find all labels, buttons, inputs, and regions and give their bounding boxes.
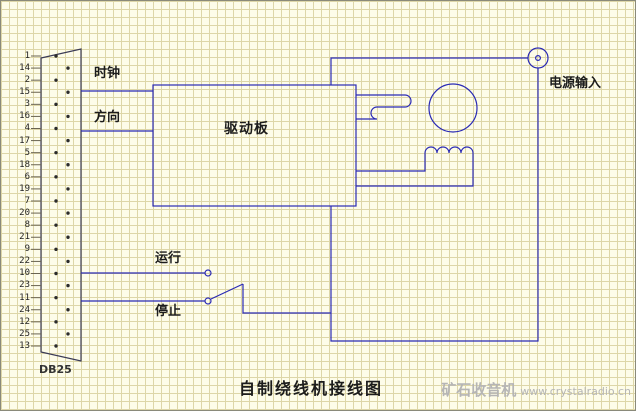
stop-label: 停止 [155,304,182,319]
watermark-site-name: 矿石收音机 [441,381,517,399]
db25-label: DB25 [39,363,72,376]
db25-pin-number: 14 [19,63,30,74]
db25-pin-dot [54,175,58,179]
db25-pin-dot [54,78,58,82]
db25-pin-dot [54,54,58,58]
power-net [330,47,549,342]
db25-pin-number: 3 [24,99,30,110]
db25-pin-number: 13 [19,340,30,351]
db25-pin-dot [66,259,70,264]
db25-pin-dot [66,114,70,119]
db25-pin-dot [66,90,70,94]
db25-pin-number: 5 [24,147,30,158]
db25-pin-dot [54,247,58,252]
motor-winding-b-lead1 [356,153,426,172]
db25-pin-dot [54,344,58,348]
driver-board-outline [152,84,357,207]
power-connector-circle [527,47,549,69]
db25-pin-number: 1 [24,51,30,61]
db25-pin-dot [66,187,70,191]
db25-pin-dot [54,271,58,276]
db25-pin-number: 11 [19,292,30,303]
power-top-wire [330,57,528,85]
db25-pin-number: 18 [19,159,30,170]
db25-connector [31,48,82,362]
switch-common-wire [242,284,331,314]
run-label: 运行 [155,251,182,266]
db25-pin-number: 2 [24,75,30,86]
db25-pin-number: 4 [24,123,30,134]
switch-blade [210,283,244,300]
db25-pin-dot [66,163,70,167]
clock-label: 时钟 [94,66,121,81]
db25-pin-number: 25 [19,328,30,339]
motor-winding-b-coil [424,146,474,154]
direction-label: 方向 [94,110,121,125]
db25-pin-dot [54,150,58,155]
motor-body [428,83,478,133]
db25-pins-group [31,54,70,348]
db25-pin-dot [66,332,70,336]
power-return-wire [330,68,539,342]
db25-pin-number: 16 [19,111,30,122]
db25-pin-dot [54,199,58,203]
power-input-label: 电源输入 [549,76,602,91]
motor-winding-b-lead2 [356,153,474,187]
motor-winding-a [356,94,412,120]
db25-shell [40,48,82,362]
stop-contact [204,297,212,305]
db25-pin-number: 8 [24,220,30,231]
signal-wires [81,90,331,314]
stepper-motor [356,83,478,187]
diagram-title: 自制绕线机接线图 [239,379,384,398]
db25-pin-dot [54,126,58,131]
db25-pin-number: 15 [19,87,30,98]
db25-pin-number: 6 [24,171,30,182]
db25-pin-number: 24 [19,304,30,315]
db25-pin-dot [54,223,58,227]
db25-pin-dot [54,320,58,324]
db25-pin-dot [66,138,70,143]
db25-pin-number: 17 [19,135,30,146]
db25-pin-number: 9 [24,244,30,255]
watermark-site-url: www.crystalradio.cn [520,385,631,398]
db25-pin-dot [66,235,70,239]
db25-pin-number: 23 [19,280,30,291]
db25-pin-number: 21 [19,232,30,243]
db25-pin-number: 12 [19,316,30,327]
db25-pin-number: 19 [19,183,30,194]
db25-pin-dot [66,211,70,215]
db25-pin-dot [54,295,58,300]
db25-pin-dot [54,102,58,107]
db25-pin-number: 22 [19,256,30,267]
driver-board-label: 驱动板 [224,121,269,137]
power-connector-pin [534,54,541,61]
db25-pin-number: 20 [19,208,30,219]
run-contact [204,269,212,277]
db25-pin-number: 10 [19,268,30,279]
db25-pin-dot [66,66,70,70]
watermark: 矿石收音机 www.crystalradio.cn [441,379,631,400]
db25-pin-dot [66,308,70,312]
db25-pin-dot [66,283,70,288]
db25-pin-number: 7 [24,195,30,206]
